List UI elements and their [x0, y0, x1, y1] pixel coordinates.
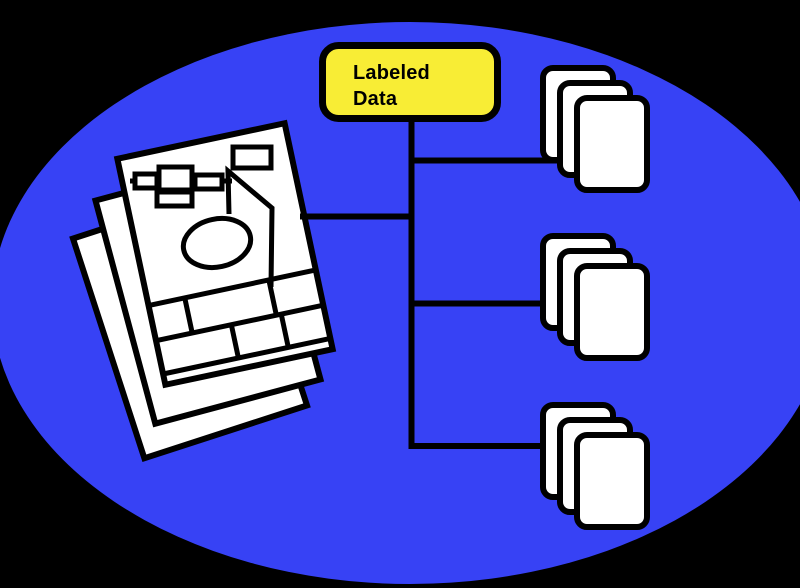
card-stack-1 — [540, 65, 650, 193]
page-header-box — [230, 144, 274, 171]
labeled-data-line2: Data — [353, 88, 398, 110]
labeled-data-line1: Labeled — [353, 62, 430, 84]
document-stack — [69, 119, 337, 463]
card — [574, 432, 650, 530]
page-block-diagram — [130, 164, 232, 209]
card — [574, 263, 650, 361]
connector-tree — [408, 113, 565, 449]
page-content — [130, 144, 275, 288]
page-flag-line — [225, 165, 275, 288]
card-stack-2 — [540, 233, 650, 361]
labeled-data-node — [319, 42, 501, 122]
card — [574, 95, 650, 193]
labeled-data-text: Labeled Data — [353, 60, 493, 112]
card-stack-3 — [540, 402, 650, 530]
page-chart-circle — [180, 215, 254, 271]
